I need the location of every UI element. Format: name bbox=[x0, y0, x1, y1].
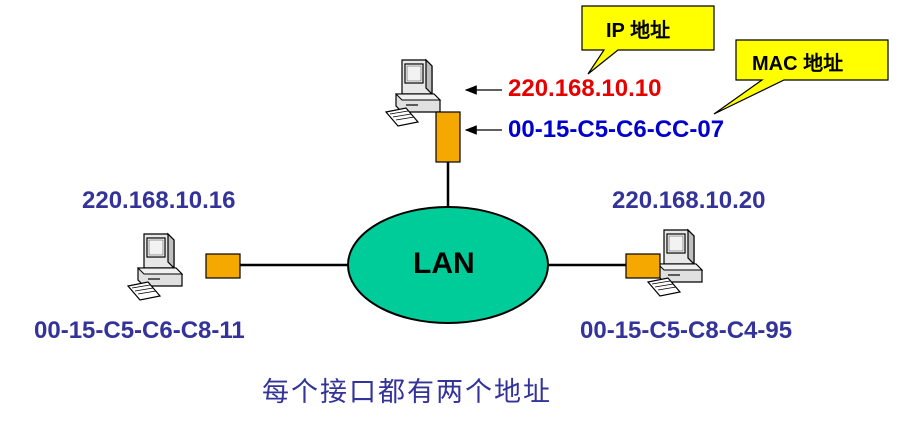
left-interface bbox=[205, 253, 241, 279]
right-host-mac: 00-15-C5-C8-C4-95 bbox=[580, 317, 793, 344]
lan-ellipse bbox=[347, 206, 549, 324]
lan-label: LAN bbox=[413, 247, 475, 280]
left-host-mac: 00-15-C5-C6-C8-11 bbox=[34, 317, 245, 344]
ip-callout-bubble bbox=[581, 5, 715, 75]
top-host-ip: 220.168.10.10 bbox=[508, 75, 662, 102]
right-host-ip: 220.168.10.20 bbox=[612, 187, 766, 214]
mac-callout-bubble bbox=[713, 39, 889, 115]
left-computer-icon bbox=[127, 233, 183, 301]
top-interface bbox=[435, 111, 461, 163]
ip-callout-label: IP 地址 bbox=[606, 20, 671, 42]
top-host-mac: 00-15-C5-C6-CC-07 bbox=[508, 116, 725, 143]
caption: 每个接口都有两个地址 bbox=[262, 377, 552, 408]
right-interface bbox=[625, 253, 661, 279]
left-host-ip: 220.168.10.16 bbox=[82, 187, 236, 214]
mac-callout-label: MAC 地址 bbox=[752, 53, 844, 75]
top-computer-icon bbox=[385, 59, 441, 127]
